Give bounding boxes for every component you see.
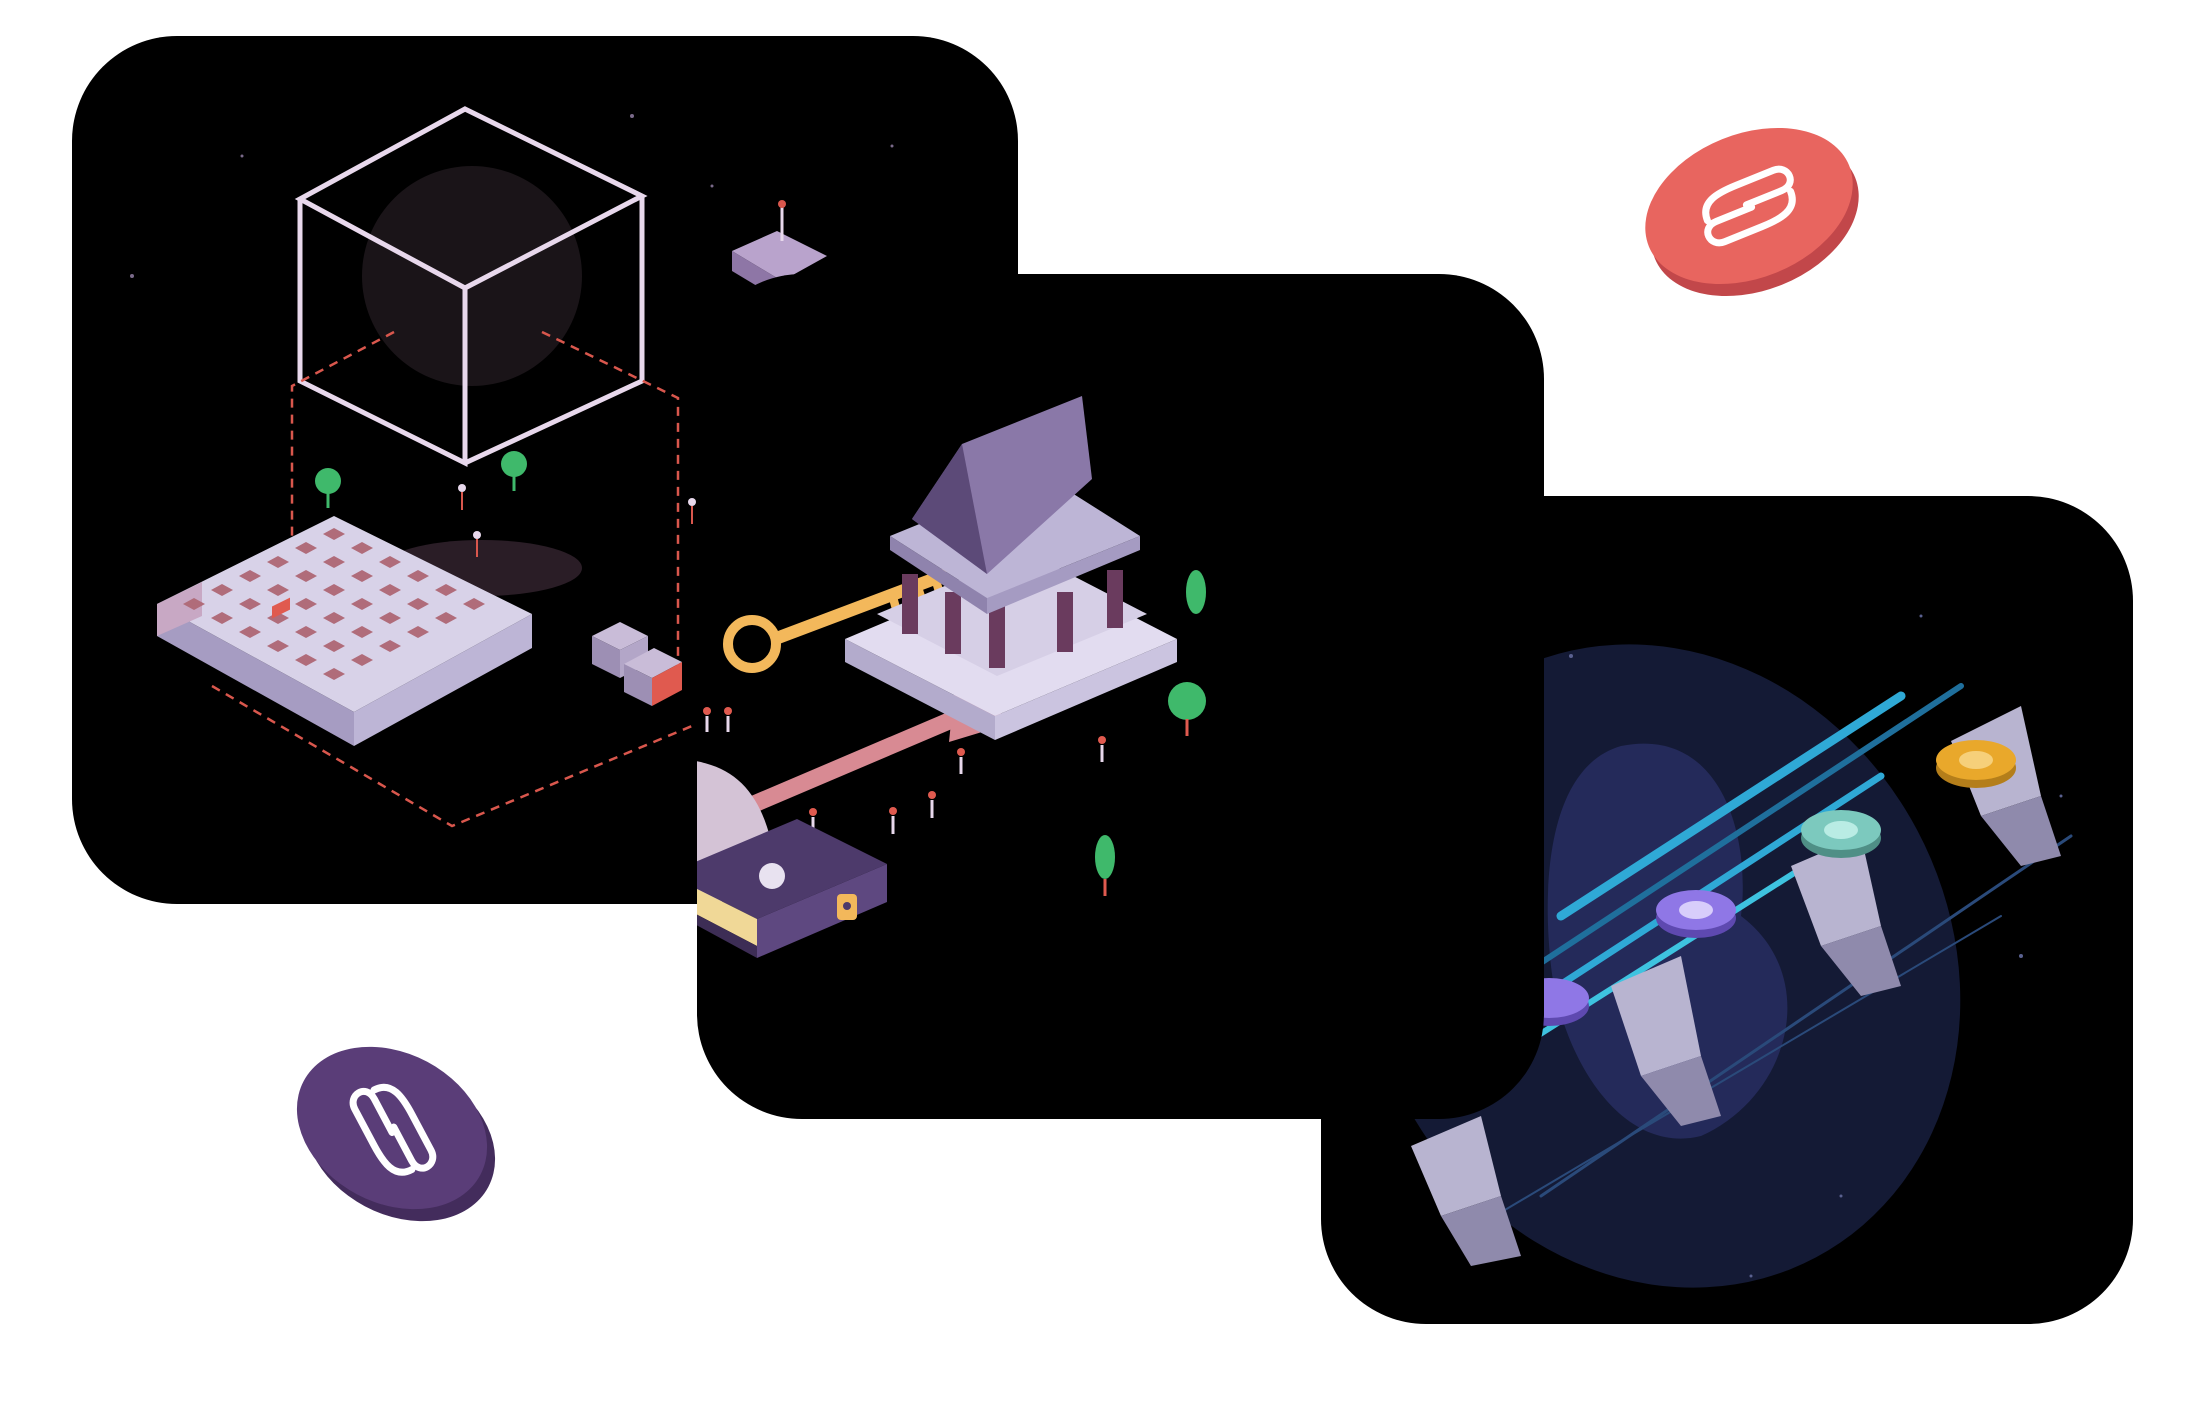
grid-tile bbox=[379, 584, 401, 596]
grid-tile bbox=[295, 598, 317, 610]
wireframe-cube bbox=[294, 106, 648, 468]
pins bbox=[703, 707, 1106, 834]
purple-token bbox=[280, 1030, 510, 1230]
grid-tiles bbox=[183, 528, 485, 680]
grid-tile bbox=[435, 612, 457, 624]
cube-grid-illustration bbox=[130, 106, 894, 828]
coin-bitcoin-icon bbox=[1936, 740, 2016, 788]
red-token bbox=[1635, 108, 1875, 308]
grid-tile bbox=[267, 640, 289, 652]
grid-tile bbox=[379, 640, 401, 652]
coin-violet-icon bbox=[1656, 890, 1736, 938]
book-icon bbox=[697, 819, 887, 958]
grid-tile bbox=[323, 528, 345, 540]
trees bbox=[1095, 570, 1206, 896]
grid-tile bbox=[407, 570, 429, 582]
grid-tile bbox=[407, 626, 429, 638]
grid-tile bbox=[463, 598, 485, 610]
bridge-illustration bbox=[1361, 614, 2073, 1288]
grid-tile bbox=[435, 584, 457, 596]
grid-tile bbox=[323, 584, 345, 596]
grid-tile bbox=[323, 640, 345, 652]
grid-tile bbox=[379, 556, 401, 568]
grid-tile bbox=[351, 598, 373, 610]
grid-tile bbox=[239, 598, 261, 610]
grid-tile bbox=[323, 668, 345, 680]
grid-tile bbox=[351, 626, 373, 638]
grid-tile bbox=[323, 612, 345, 624]
grid-tile bbox=[211, 612, 233, 624]
bank-illustration bbox=[697, 396, 1206, 958]
bridge-pylons bbox=[1411, 706, 2061, 1266]
grid-tile bbox=[295, 626, 317, 638]
grid-tile bbox=[267, 556, 289, 568]
grid-tile bbox=[295, 570, 317, 582]
grid-tile bbox=[267, 584, 289, 596]
illustration-card-bank bbox=[697, 274, 1544, 1119]
bank-building-icon bbox=[845, 396, 1177, 740]
grid-tile bbox=[183, 598, 205, 610]
grid-tile bbox=[211, 584, 233, 596]
highlighted-tile bbox=[272, 597, 290, 619]
coin-ethereum-icon bbox=[1801, 810, 1881, 858]
dashed-connectors bbox=[211, 330, 693, 828]
grid-tile bbox=[351, 654, 373, 666]
grid-tile bbox=[239, 570, 261, 582]
link-logo-icon bbox=[1645, 127, 1859, 297]
grid-tile bbox=[407, 598, 429, 610]
small-boxes bbox=[592, 622, 682, 706]
grid-tile bbox=[379, 612, 401, 624]
grid-tile bbox=[295, 542, 317, 554]
grid-tile bbox=[295, 654, 317, 666]
grid-tile bbox=[351, 570, 373, 582]
trees bbox=[315, 451, 527, 508]
grid-platform bbox=[157, 516, 532, 746]
pins bbox=[458, 484, 696, 557]
grid-tile bbox=[239, 626, 261, 638]
grid-tile bbox=[323, 556, 345, 568]
grid-tile bbox=[351, 542, 373, 554]
globe-shape bbox=[362, 166, 582, 386]
link-logo-icon bbox=[296, 1046, 496, 1222]
